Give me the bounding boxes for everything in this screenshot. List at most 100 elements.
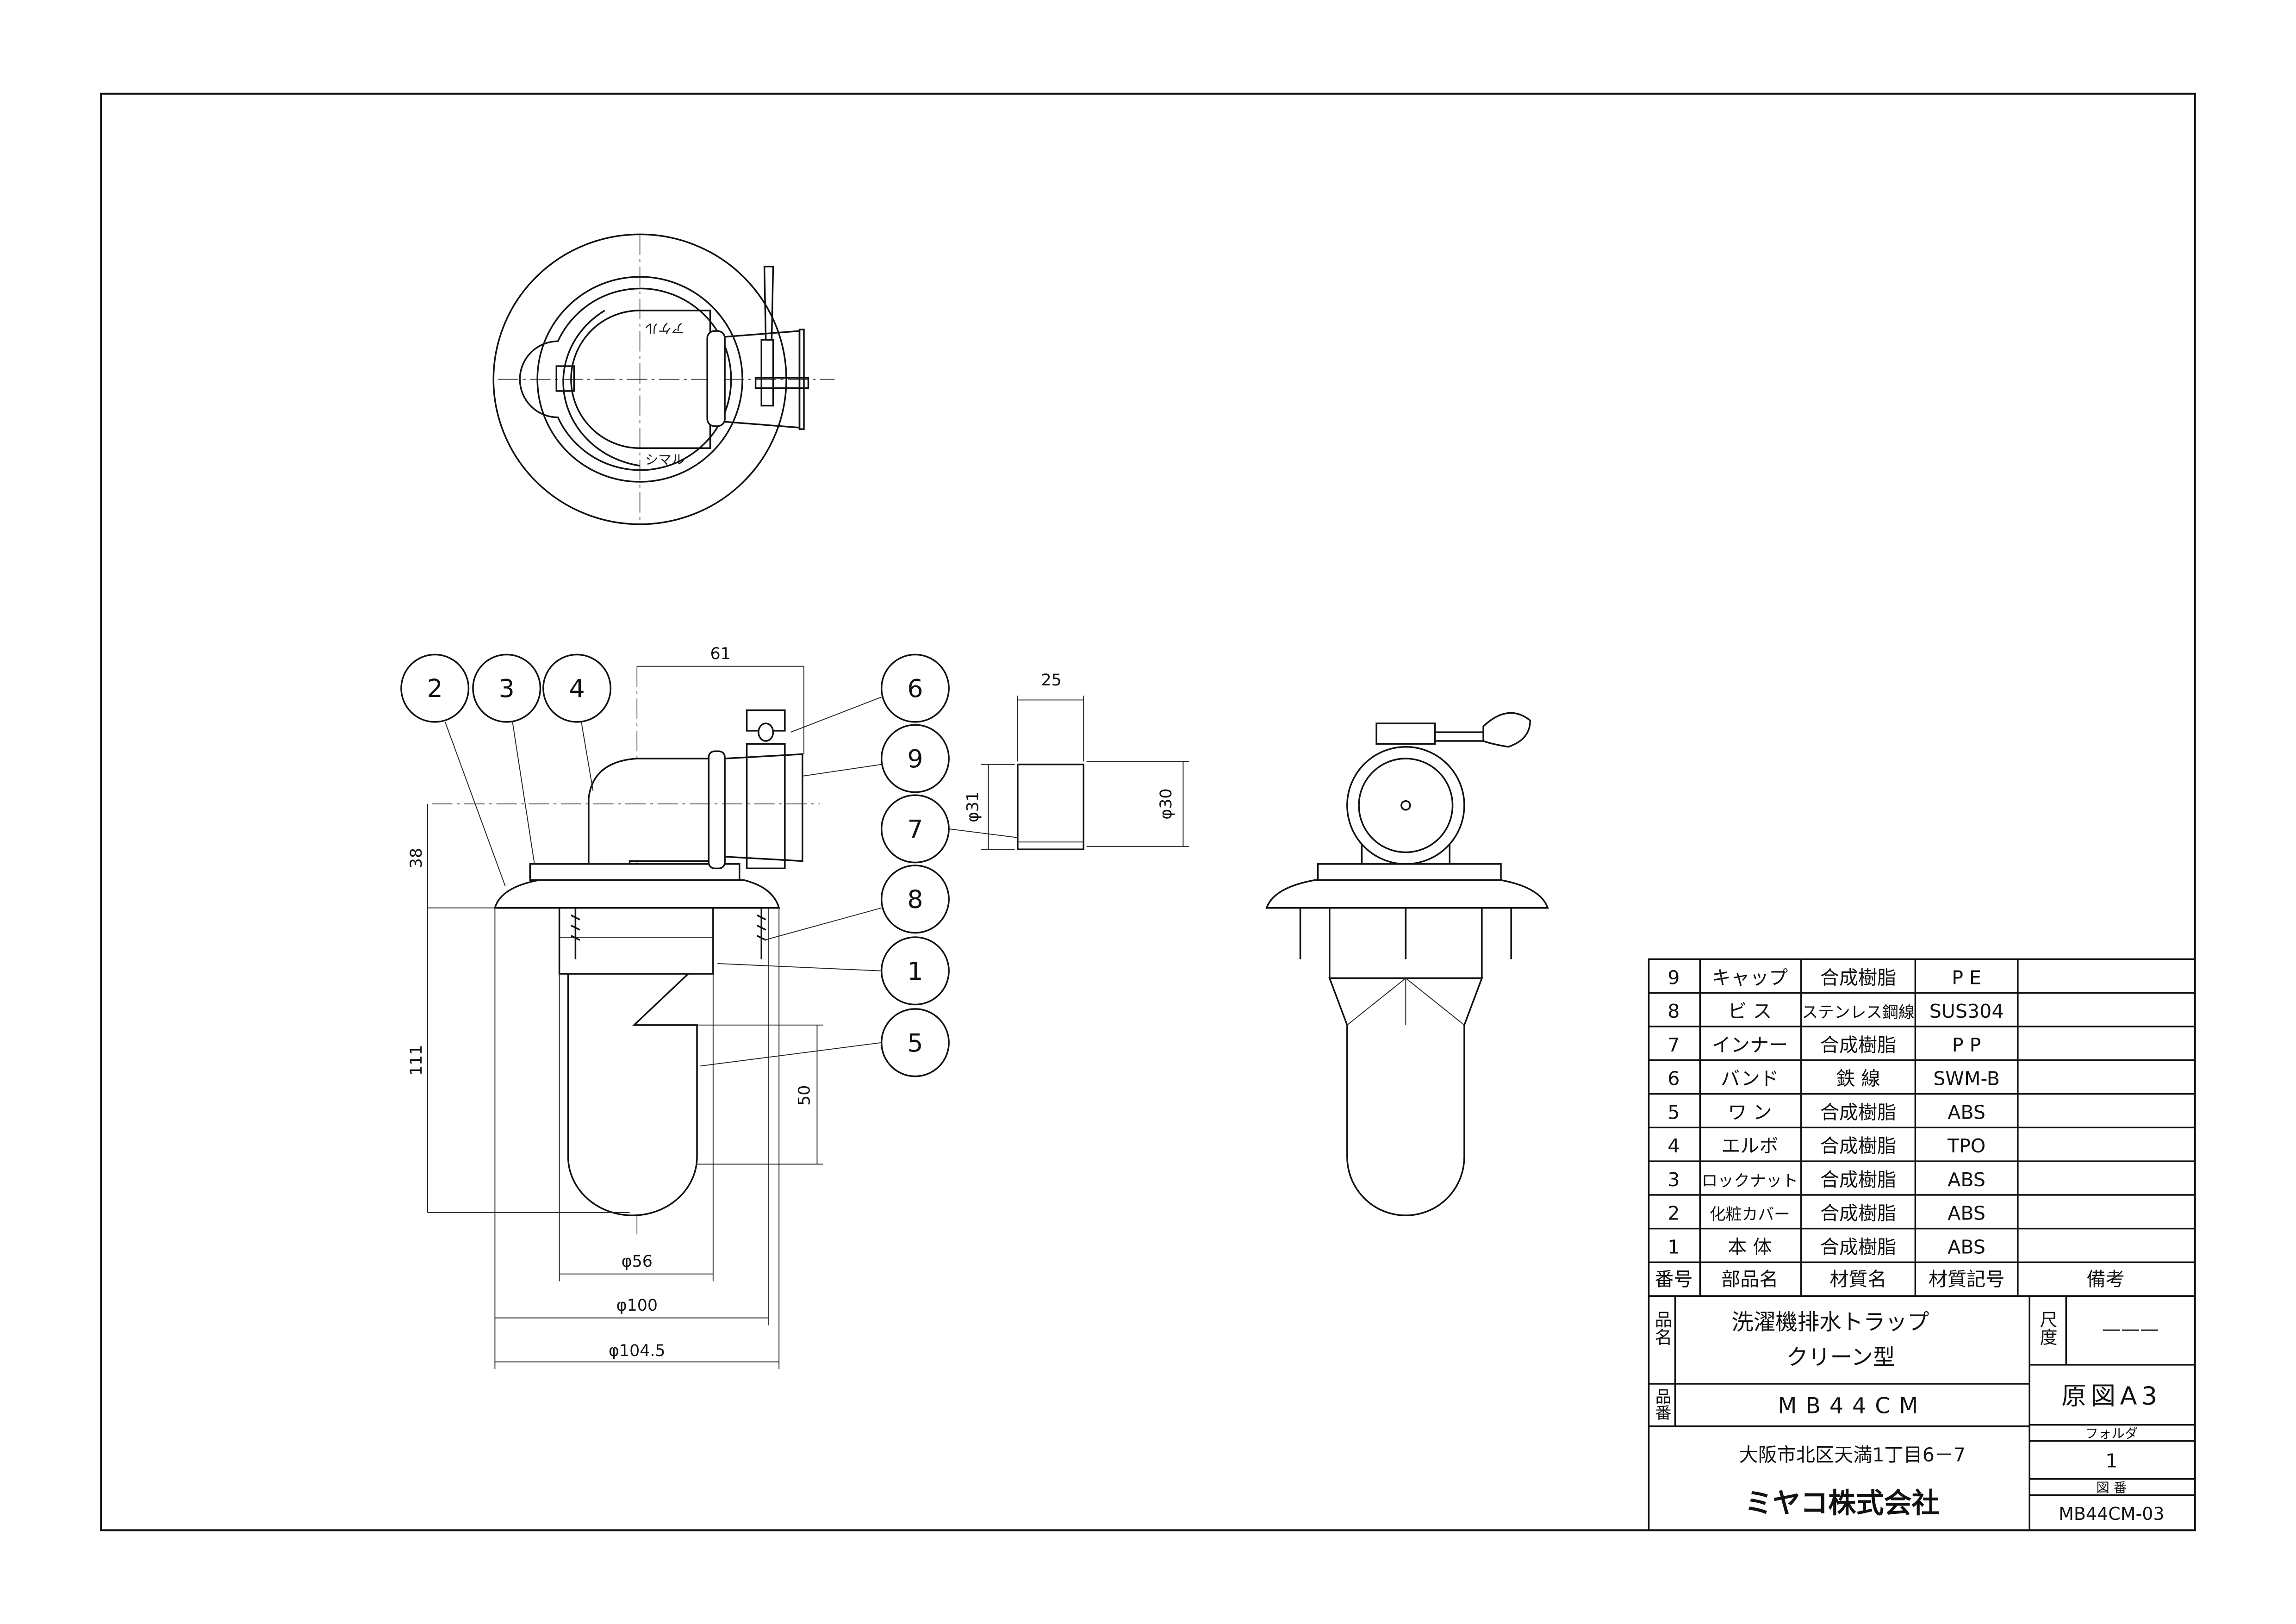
product-no: MB44CM bbox=[1778, 1393, 1927, 1419]
header-remarks: 備考 bbox=[2087, 1268, 2125, 1290]
svg-text:9: 9 bbox=[907, 744, 923, 773]
table-row: 7 インナー 合成樹脂 P P bbox=[1668, 1034, 1981, 1056]
table-row: 6 バンド 鉄 線 SWM-B bbox=[1668, 1068, 2000, 1090]
balloon-9: 9 bbox=[802, 724, 950, 793]
svg-text:6: 6 bbox=[907, 674, 923, 703]
table-row: 1 本 体 合成樹脂 ABS bbox=[1668, 1236, 1985, 1258]
table-header-row: 番号 部品名 材質名 材質記号 備考 bbox=[1655, 1268, 2125, 1290]
balloon-6: 6 bbox=[790, 653, 950, 733]
cell-material: ステンレス鋼線 bbox=[1802, 1003, 1915, 1022]
svg-text:7: 7 bbox=[907, 815, 923, 844]
cell-no: 5 bbox=[1668, 1101, 1680, 1123]
side-view bbox=[1265, 712, 1549, 1216]
svg-text:5: 5 bbox=[907, 1028, 923, 1058]
balloon-1: 1 bbox=[717, 936, 950, 1006]
cell-symbol: ABS bbox=[1948, 1169, 1985, 1191]
cell-name: バンド bbox=[1721, 1068, 1779, 1090]
dim-61: 61 bbox=[710, 645, 730, 663]
cell-material: 合成樹脂 bbox=[1820, 1034, 1897, 1056]
cell-name: インナー bbox=[1712, 1034, 1788, 1056]
front-dimensions: 61 38 111 50 φ56 φ100 φ104.5 bbox=[407, 645, 823, 1369]
product-name-label: 品名 bbox=[1652, 1311, 1672, 1346]
product-name-line1: 洗濯機排水トラップ bbox=[1731, 1310, 1929, 1335]
dim-phi31: φ31 bbox=[964, 791, 982, 822]
header-name: 部品名 bbox=[1721, 1268, 1778, 1290]
balloon-8: 8 bbox=[764, 865, 950, 941]
cell-symbol: TPO bbox=[1947, 1135, 1985, 1157]
dim-25: 25 bbox=[1041, 671, 1062, 690]
cell-no: 4 bbox=[1668, 1135, 1680, 1157]
cell-material: 合成樹脂 bbox=[1820, 1169, 1897, 1191]
table-row: 3 ロックナット 合成樹脂 ABS bbox=[1668, 1169, 1985, 1191]
cell-no: 2 bbox=[1668, 1202, 1680, 1225]
cell-material: 合成樹脂 bbox=[1820, 1202, 1897, 1225]
cell-name: ロックナット bbox=[1701, 1172, 1798, 1190]
header-no: 番号 bbox=[1655, 1268, 1692, 1290]
cell-symbol: SWM-B bbox=[1933, 1068, 2000, 1090]
cell-material: 合成樹脂 bbox=[1820, 1135, 1897, 1157]
balloon-5: 5 bbox=[700, 1008, 950, 1077]
cell-name: キャップ bbox=[1712, 966, 1788, 989]
dim-phi56: φ56 bbox=[622, 1252, 653, 1271]
dim-111: 111 bbox=[407, 1045, 426, 1076]
cell-no: 7 bbox=[1668, 1034, 1680, 1056]
header-material: 材質名 bbox=[1829, 1268, 1886, 1290]
open-label: アケル bbox=[645, 320, 684, 336]
balloon-3: 3 bbox=[472, 653, 541, 864]
svg-text:8: 8 bbox=[907, 885, 923, 914]
dim-phi104-5: φ104.5 bbox=[609, 1342, 666, 1360]
cell-symbol: SUS304 bbox=[1929, 1000, 2004, 1022]
product-no-label: 品番 bbox=[1653, 1388, 1671, 1420]
sheet-border bbox=[100, 93, 2196, 1531]
balloons: 2 3 4 6 9 7 8 1 5 bbox=[400, 653, 1018, 1077]
table-row: 9 キャップ 合成樹脂 P E bbox=[1668, 966, 1981, 989]
top-view: アケル シマル bbox=[492, 233, 835, 525]
svg-text:3: 3 bbox=[499, 674, 515, 703]
front-view bbox=[432, 666, 820, 1238]
cell-name: エルボ bbox=[1721, 1135, 1778, 1157]
cell-name: 化粧カバー bbox=[1710, 1206, 1790, 1224]
drawing-no: MB44CM-03 bbox=[2059, 1504, 2164, 1524]
cell-material: 鉄 線 bbox=[1836, 1068, 1880, 1090]
svg-text:1: 1 bbox=[907, 957, 923, 986]
cell-no: 1 bbox=[1668, 1236, 1680, 1258]
dim-50: 50 bbox=[796, 1085, 814, 1106]
svg-text:4: 4 bbox=[569, 674, 585, 703]
table-row: 4 エルボ 合成樹脂 TPO bbox=[1668, 1135, 1985, 1157]
balloon-7: 7 bbox=[880, 794, 1018, 864]
dim-38: 38 bbox=[407, 848, 426, 868]
balloon-2: 2 bbox=[400, 653, 506, 886]
title-block: 品名 洗濯機排水トラップ クリーン型 品番 MB44CM 尺度 ——— 原図A3… bbox=[1648, 1295, 2196, 1531]
cell-name: ビ ス bbox=[1728, 1000, 1772, 1022]
header-symbol: 材質記号 bbox=[1929, 1268, 2005, 1290]
folder-label: フォルダ bbox=[2085, 1426, 2138, 1441]
address: 大阪市北区天満1丁目6－7 bbox=[1739, 1444, 1966, 1466]
table-row: 5 ワ ン 合成樹脂 ABS bbox=[1668, 1101, 1985, 1123]
cell-name: ワ ン bbox=[1728, 1101, 1772, 1123]
cell-symbol: ABS bbox=[1948, 1236, 1985, 1258]
svg-text:2: 2 bbox=[427, 674, 443, 703]
cell-symbol: ABS bbox=[1948, 1101, 1985, 1123]
cell-no: 3 bbox=[1668, 1169, 1680, 1191]
cell-no: 8 bbox=[1668, 1000, 1680, 1022]
cell-no: 9 bbox=[1668, 966, 1680, 989]
product-name-line2: クリーン型 bbox=[1786, 1345, 1895, 1370]
cell-symbol: P E bbox=[1952, 966, 1981, 989]
close-label: シマル bbox=[645, 452, 684, 467]
original-size: 原図A3 bbox=[2061, 1381, 2162, 1410]
cell-material: 合成樹脂 bbox=[1820, 1101, 1897, 1123]
folder-value: 1 bbox=[2105, 1450, 2117, 1472]
scale-label: 尺度 bbox=[2037, 1311, 2057, 1346]
scale-value: ——— bbox=[2102, 1318, 2159, 1340]
company-logo: ミヤコ株式会社 bbox=[1745, 1487, 1940, 1519]
cell-symbol: P P bbox=[1952, 1034, 1981, 1056]
balloon-4: 4 bbox=[542, 653, 612, 791]
table-row: 8 ビ ス ステンレス鋼線 SUS304 bbox=[1668, 1000, 2004, 1022]
cell-material: 合成樹脂 bbox=[1820, 1236, 1897, 1258]
cell-name: 本 体 bbox=[1728, 1236, 1772, 1258]
cell-symbol: ABS bbox=[1948, 1202, 1985, 1225]
cell-material: 合成樹脂 bbox=[1820, 966, 1897, 989]
cell-no: 6 bbox=[1668, 1068, 1680, 1090]
table-row: 2 化粧カバー 合成樹脂 ABS bbox=[1668, 1202, 1985, 1225]
